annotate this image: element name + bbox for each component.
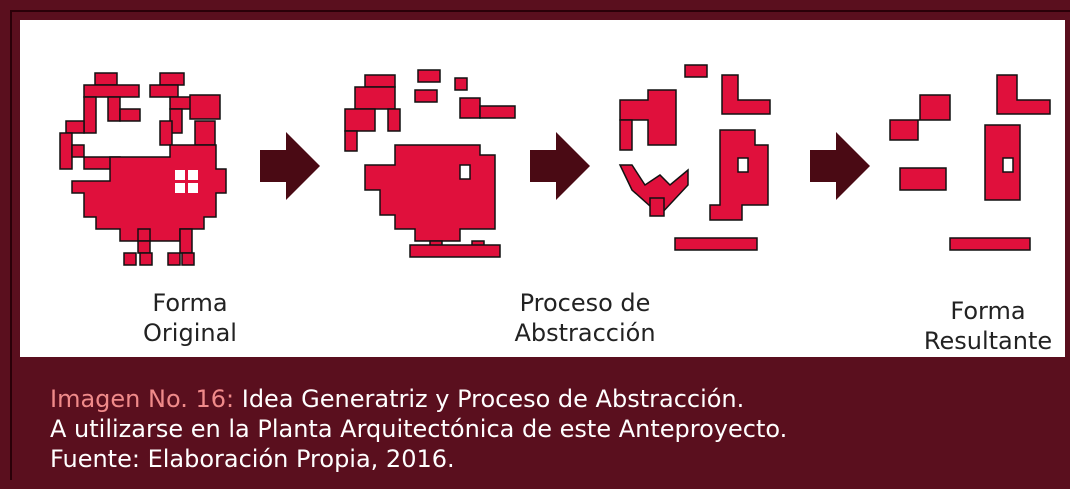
abstraction-diagram: .r{fill:#e0103c;stroke:#111;stroke-width… <box>59 64 1051 266</box>
label-original-line2: Original <box>143 319 237 347</box>
caption-line3: Fuente: Elaboración Propia, 2016. <box>50 445 455 473</box>
label-process-line1: Proceso de <box>519 289 651 317</box>
caption-line2: A utilizarse en la Planta Arquitectónica… <box>50 415 788 443</box>
resulting-form <box>889 74 1051 251</box>
caption-line1: Imagen No. 16: Idea Generatriz y Proceso… <box>50 384 787 414</box>
caption-prefix: Imagen No. 16: <box>50 385 235 413</box>
original-form-bird <box>59 72 227 266</box>
process-form-1 <box>344 69 516 258</box>
label-process-line2: Abstracción <box>514 319 656 347</box>
label-result: Forma Resultante <box>918 296 1058 356</box>
figure-panel: .r{fill:#e0103c;stroke:#111;stroke-width… <box>20 20 1065 357</box>
right-arrow-icon <box>810 132 870 200</box>
label-result-line2: Resultante <box>923 327 1053 355</box>
outer-frame <box>10 10 1070 480</box>
caption-title: Idea Generatriz y Proceso de Abstracción… <box>234 385 745 413</box>
label-result-line1: Forma <box>950 297 1026 325</box>
label-original-line1: Forma <box>152 289 228 317</box>
figure-caption: Imagen No. 16: Idea Generatriz y Proceso… <box>50 384 787 474</box>
right-arrow-icon <box>260 132 320 200</box>
label-process: Proceso de Abstracción <box>500 288 670 348</box>
label-original: Forma Original <box>120 288 260 348</box>
right-arrow-icon <box>530 132 590 200</box>
process-form-2 <box>618 64 771 251</box>
